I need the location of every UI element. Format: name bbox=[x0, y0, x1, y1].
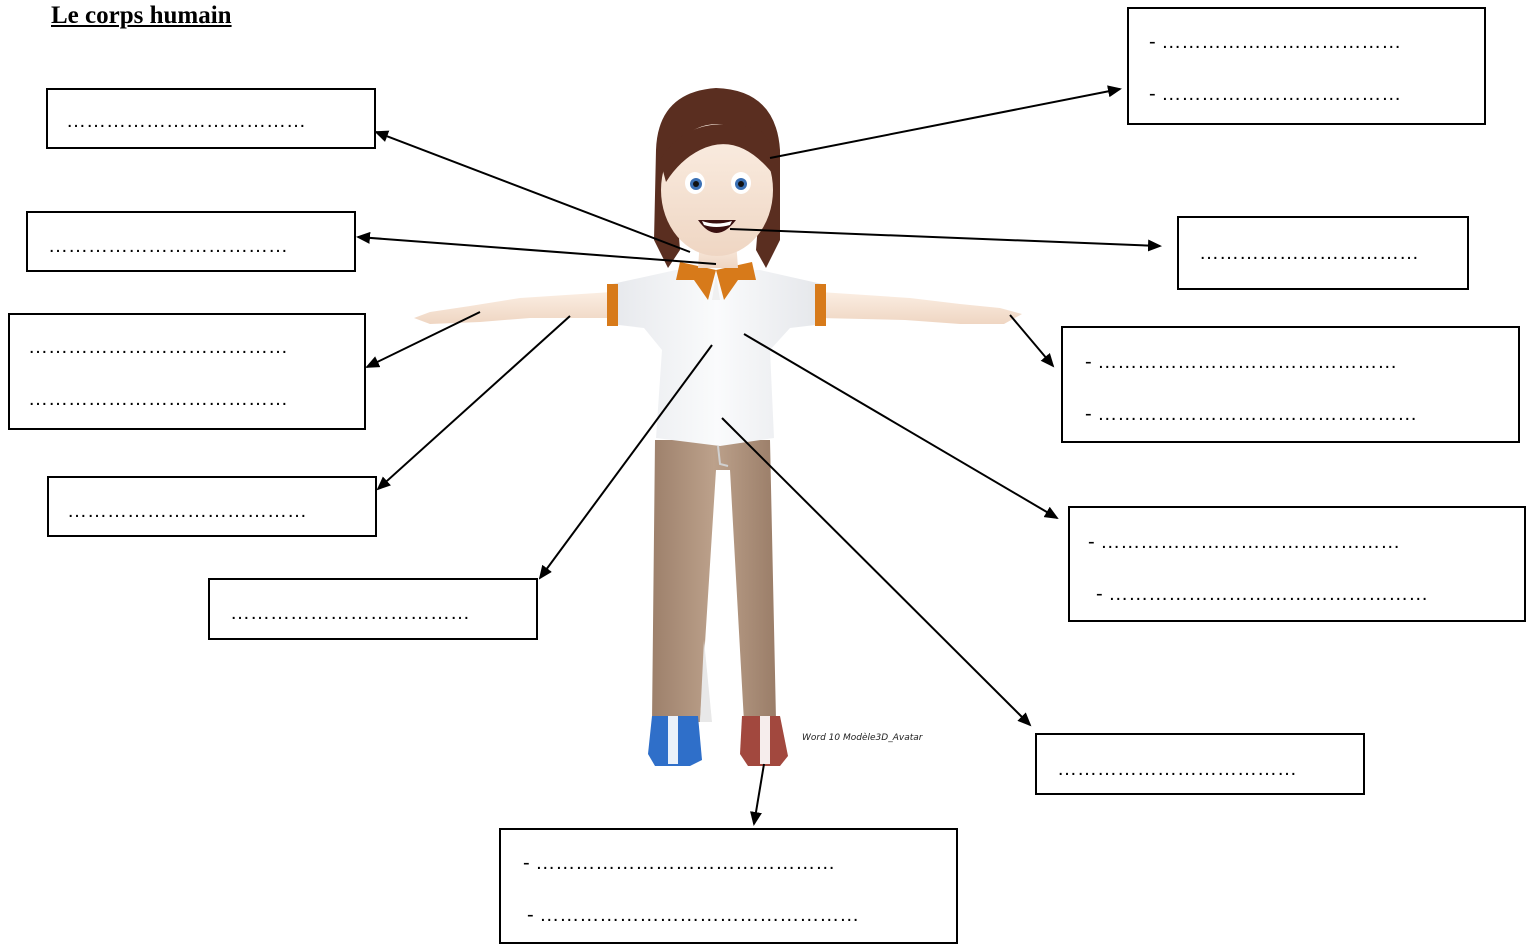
answer-line[interactable]: …………………………… bbox=[1199, 242, 1419, 264]
head bbox=[654, 88, 780, 268]
neck bbox=[698, 240, 738, 268]
label-box-1[interactable]: ……………………………… bbox=[46, 88, 376, 149]
answer-line[interactable]: ……………………………… bbox=[230, 602, 470, 624]
arrow-to-box-2 bbox=[356, 231, 717, 265]
label-box-7[interactable]: …………………………… bbox=[1177, 216, 1469, 290]
shirt bbox=[607, 262, 826, 467]
pants bbox=[652, 440, 776, 722]
arrow-to-box-6 bbox=[769, 85, 1122, 159]
answer-line[interactable]: - ……………………………… bbox=[1149, 31, 1402, 53]
answer-line[interactable]: ……………………………… bbox=[1057, 758, 1297, 780]
label-box-8[interactable]: - ……………………………………… - ………………………………………… bbox=[1061, 326, 1520, 443]
answer-line[interactable]: - ……………………………………… bbox=[1085, 351, 1398, 373]
arrow-to-box-3 bbox=[365, 311, 481, 368]
label-box-5[interactable]: ……………………………… bbox=[208, 578, 538, 640]
label-box-4[interactable]: ……………………………… bbox=[47, 476, 377, 537]
leader-arrows bbox=[356, 85, 1162, 826]
arrow-to-box-5 bbox=[538, 344, 713, 580]
answer-line[interactable]: ……………………………… bbox=[67, 500, 307, 522]
label-box-6[interactable]: - ……………………………… - ……………………………… bbox=[1127, 7, 1486, 125]
label-box-9[interactable]: - ……………………………………… - ………………………………………… bbox=[1068, 506, 1526, 622]
answer-line[interactable]: - ………………………………………… bbox=[527, 904, 860, 926]
label-box-2[interactable]: ……………………………… bbox=[26, 211, 356, 272]
answer-line[interactable]: - ……………………………………… bbox=[523, 852, 836, 874]
label-box-10[interactable]: ……………………………… bbox=[1035, 733, 1365, 795]
answer-line[interactable]: ……………………………… bbox=[48, 235, 288, 257]
answer-line[interactable]: ………………………………… bbox=[28, 336, 288, 358]
arrow-to-box-7 bbox=[729, 228, 1162, 252]
arrow-to-box-8 bbox=[1009, 314, 1055, 368]
answer-line[interactable]: - ………………………………………… bbox=[1096, 583, 1429, 605]
label-box-3[interactable]: ………………………………… ………………………………… bbox=[8, 313, 366, 430]
arms bbox=[414, 292, 1022, 324]
answer-line[interactable]: - ………………………………………… bbox=[1085, 403, 1418, 425]
arrow-to-box-9 bbox=[743, 333, 1059, 520]
image-caption: Word 10 Modèle3D_Avatar bbox=[802, 733, 923, 743]
arrow-to-box-1 bbox=[374, 130, 691, 253]
answer-line[interactable]: - ……………………………… bbox=[1149, 83, 1402, 105]
answer-line[interactable]: ……………………………… bbox=[66, 110, 306, 132]
arrow-to-box-10 bbox=[721, 417, 1032, 727]
arrow-to-box-11 bbox=[750, 763, 765, 826]
worksheet-title: Le corps humain bbox=[51, 2, 232, 29]
answer-line[interactable]: - ……………………………………… bbox=[1088, 531, 1401, 553]
answer-line[interactable]: ………………………………… bbox=[28, 388, 288, 410]
label-box-11[interactable]: - ……………………………………… - ………………………………………… bbox=[499, 828, 958, 944]
shoes bbox=[648, 716, 788, 766]
arrow-to-box-4 bbox=[376, 315, 571, 491]
